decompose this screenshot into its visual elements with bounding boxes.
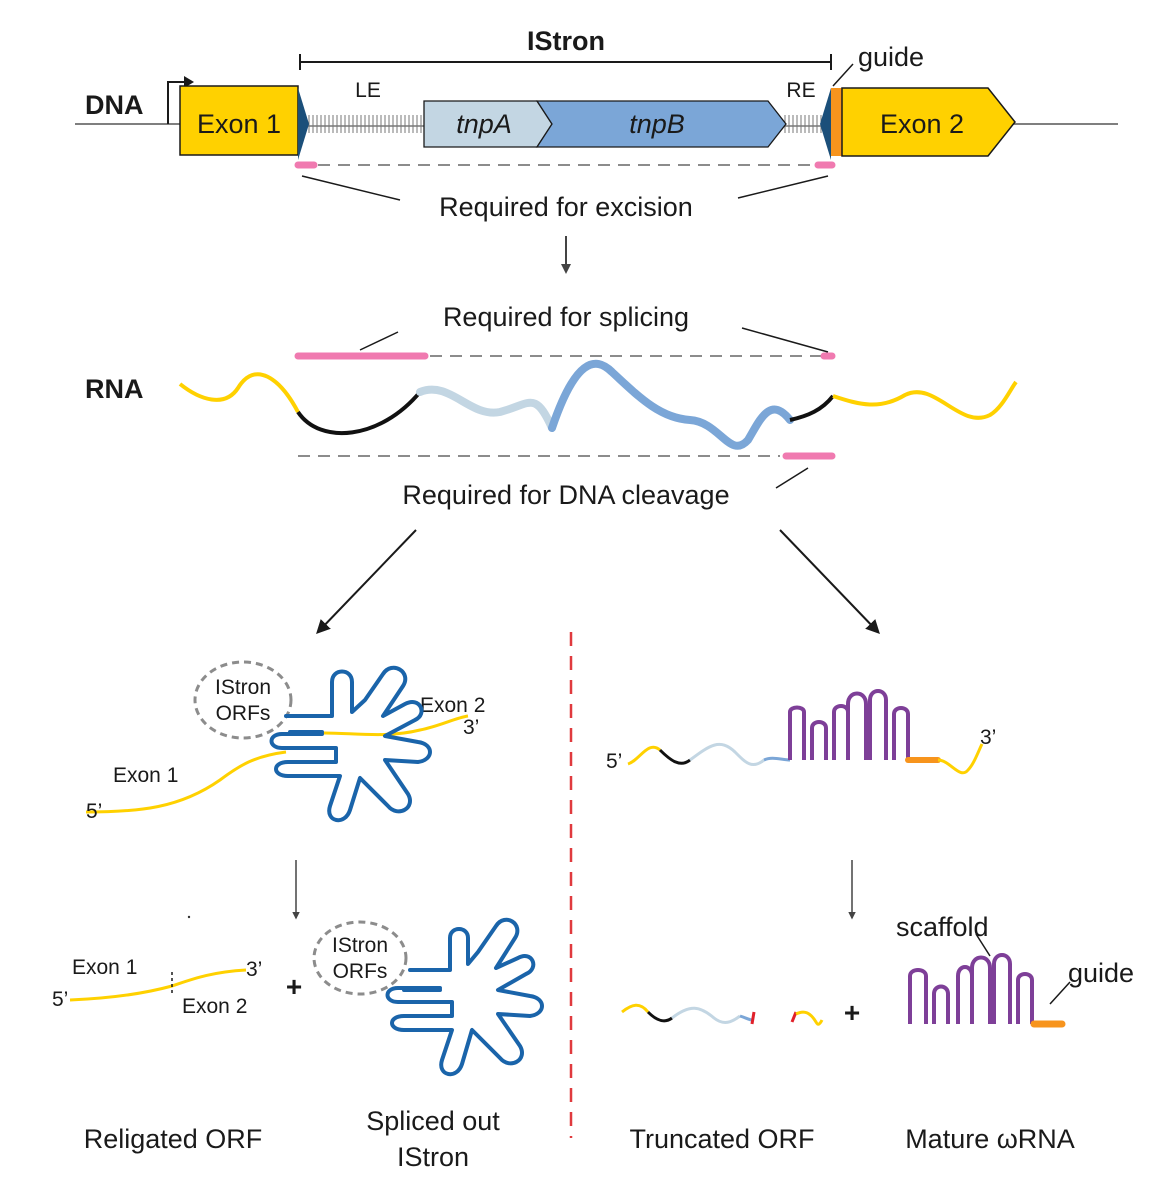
rna-exon2-wave — [832, 380, 1018, 420]
right-path: 5’ 3’ + scaffold guide Truncated ORF Mat… — [606, 689, 1134, 1154]
truncated-tnpA — [671, 1006, 741, 1024]
left-exon2-strand — [299, 714, 469, 737]
orf-label-1: IStron — [215, 676, 271, 699]
caption-spliced-1: Spliced out — [366, 1106, 500, 1136]
istron-orfs-oval — [193, 660, 293, 740]
cut-mark-left — [750, 1011, 756, 1025]
truncated-exon2 — [795, 1010, 824, 1026]
product-istron-structure — [385, 917, 544, 1076]
stray-dot — [187, 915, 191, 919]
exon1-label: Exon 1 — [197, 109, 281, 139]
scaffold-label: scaffold — [896, 912, 989, 942]
guide-label-top: guide — [858, 42, 924, 72]
rna-le-wave — [296, 390, 422, 435]
product-orf-label-2: ORFs — [333, 960, 388, 983]
scaffold-leader — [975, 933, 991, 957]
orf-label-2: ORFs — [216, 702, 271, 725]
splicing-leader-left — [359, 331, 399, 351]
dna-label: DNA — [85, 90, 144, 120]
right-le-strand — [658, 748, 691, 765]
product-orf-label-1: IStron — [332, 934, 388, 957]
spliced-istron-structure — [269, 665, 432, 822]
product-exon1-label: Exon 1 — [72, 956, 137, 979]
guide-strip — [831, 88, 842, 156]
truncated-exon1 — [621, 1003, 650, 1014]
le-segment — [308, 115, 426, 133]
tnpB-gene — [535, 100, 787, 148]
caption-religated-orf: Religated ORF — [84, 1124, 263, 1154]
left-path: IStron ORFs Exon 1 Exon 2 5’ 3’ Exon 1 E… — [52, 660, 544, 1172]
arrow-right-path — [779, 529, 880, 635]
rna-exon1-wave — [178, 372, 300, 413]
exon2-box — [841, 87, 1016, 157]
splicing-leader-right — [741, 327, 829, 353]
splicing-label: Required for splicing — [443, 302, 689, 332]
rna-tnpB-wave — [548, 359, 794, 450]
mature-omega-rna — [908, 953, 1034, 1024]
excision-leader-right — [737, 175, 829, 199]
le-label: LE — [355, 79, 381, 102]
rna-re-wave — [789, 394, 835, 422]
rna-tnpA-wave — [416, 385, 556, 432]
exon2-label: Exon 2 — [880, 109, 964, 139]
re-end-marker — [820, 88, 831, 160]
tnpA-label: tnpA — [456, 109, 512, 139]
truncated-tnpB — [739, 1014, 753, 1022]
right-omega-loops — [788, 689, 910, 760]
product-five-prime: 5’ — [52, 988, 68, 1011]
dna-section: DNA IStron LE RE Exon 1 tnpA tnpB — [75, 26, 1118, 274]
product-exon2-label: Exon 2 — [182, 995, 247, 1018]
caption-spliced-2: IStron — [397, 1142, 469, 1172]
right-tnpA-strand — [689, 742, 765, 766]
cleavage-label: Required for DNA cleavage — [402, 480, 729, 510]
right-tnpB-strand — [763, 756, 791, 762]
right-exon2-strand — [937, 743, 984, 775]
re-segment — [782, 115, 822, 133]
product-orfs-oval — [312, 920, 408, 996]
rna-label: RNA — [85, 374, 144, 404]
left-three-prime: 3’ — [463, 716, 479, 739]
tnpB-label: tnpB — [629, 109, 685, 139]
cleavage-leader — [775, 467, 809, 489]
arrow-left-path — [316, 529, 417, 635]
excision-label: Required for excision — [439, 192, 693, 222]
truncated-le — [646, 1010, 673, 1023]
istron-bracket — [299, 54, 832, 70]
caption-truncated-orf: Truncated ORF — [629, 1124, 814, 1154]
guide-leader — [832, 63, 854, 87]
product-three-prime: 3’ — [246, 958, 262, 981]
right-five-prime: 5’ — [606, 750, 622, 773]
caption-mature-omega: Mature ωRNA — [905, 1124, 1075, 1154]
guide-leader-bottom — [1049, 981, 1071, 1005]
plus-right: + — [844, 997, 860, 1028]
right-three-prime: 3’ — [980, 726, 996, 749]
left-five-prime: 5’ — [86, 800, 102, 823]
left-exon2-label: Exon 2 — [420, 694, 485, 717]
re-label: RE — [786, 79, 815, 102]
rna-section: Required for splicing RNA Required for D… — [85, 302, 1018, 635]
istron-title: IStron — [527, 26, 605, 56]
plus-left: + — [286, 971, 302, 1002]
left-exon1-label: Exon 1 — [113, 764, 178, 787]
guide-label-bottom: guide — [1068, 958, 1134, 988]
cut-mark-right — [790, 1011, 798, 1023]
promoter-arrow-icon — [167, 81, 186, 124]
right-exon1-strand — [627, 745, 661, 766]
le-end-marker — [298, 88, 309, 160]
left-exon1-strand — [85, 750, 287, 814]
promoter-arrowhead-icon — [184, 76, 194, 88]
excision-leader-left — [301, 175, 401, 201]
